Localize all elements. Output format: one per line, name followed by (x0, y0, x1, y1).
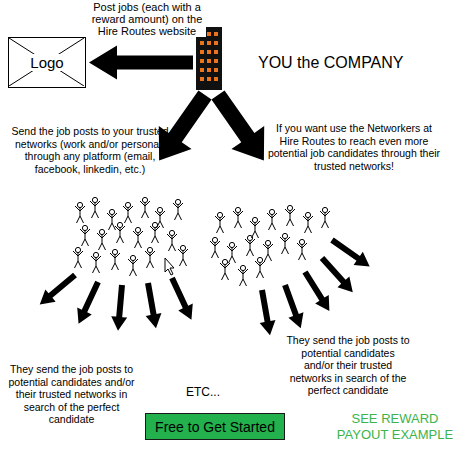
stick-figure (227, 242, 237, 263)
stick-figure (91, 252, 101, 273)
building-window (200, 59, 204, 63)
building-window (214, 59, 218, 63)
stick-figure (173, 199, 183, 220)
spread-arrows-right (254, 233, 374, 336)
stick-figure (255, 257, 265, 278)
stick-figure (110, 249, 120, 270)
building-window (207, 50, 211, 54)
stick-figure (238, 265, 248, 286)
logo-box: Logo (8, 37, 86, 88)
small-arrow (327, 233, 374, 272)
mouse-cursor (165, 258, 174, 275)
stick-figure (280, 233, 290, 254)
building-window (207, 41, 211, 45)
stick-figure (210, 237, 220, 258)
stick-figure (245, 235, 255, 256)
building-window (214, 50, 218, 54)
building-window (214, 41, 218, 45)
block-arrow (89, 46, 193, 80)
small-arrow (254, 289, 278, 337)
small-arrow (316, 253, 359, 298)
stick-figure (128, 255, 138, 276)
stick-figure (215, 212, 225, 233)
node-text: Logo (27, 54, 66, 71)
building-window (200, 50, 204, 54)
small-arrow (298, 268, 336, 315)
stick-figure (250, 217, 260, 238)
stick-figure (178, 245, 188, 266)
stick-figure (75, 202, 85, 223)
stick-figure (167, 230, 177, 251)
start-button: Free to Get Started (145, 413, 285, 440)
building-window (200, 41, 204, 45)
etc-text: ETC... (186, 385, 236, 399)
stick-figure (155, 207, 165, 228)
small-arrow (165, 275, 199, 323)
node-text: YOU the COMPANY (258, 54, 404, 72)
instruction-text: They send the job posts to potential can… (286, 334, 410, 397)
stick-figure (133, 227, 143, 248)
stick-figure (115, 222, 125, 243)
stick-figure (80, 225, 90, 246)
instruction-text: If you want use the Networkers at Hire R… (266, 122, 442, 172)
building-window (207, 59, 211, 63)
stick-figure (303, 212, 313, 233)
stick-figure (320, 207, 330, 228)
instruction-text: They send the job posts to potential can… (4, 363, 139, 426)
building-window (200, 68, 204, 72)
small-arrow (110, 284, 130, 331)
stick-figure (285, 205, 295, 226)
building-window (207, 32, 211, 36)
building-window (214, 77, 218, 81)
stick-figure (267, 209, 277, 230)
crowd-left (73, 197, 188, 276)
stick-figure (297, 239, 307, 260)
crowd-right (210, 205, 330, 286)
reward-link: SEE REWARD PAYOUT EXAMPLE (326, 411, 464, 443)
small-arrow (35, 269, 81, 311)
edge-label: Post jobs (each with a reward amount) on… (88, 1, 206, 37)
stick-figure (150, 222, 160, 243)
small-arrow (71, 279, 105, 327)
node-text: Free to Get Started (155, 419, 275, 435)
stick-figure (73, 247, 83, 268)
instruction-text: Send the job posts to your trusted netwo… (10, 125, 170, 175)
stick-figure (233, 207, 243, 228)
stick-figure (97, 229, 107, 250)
stick-figure (145, 247, 155, 268)
building-window (214, 68, 218, 72)
logo-cross (9, 38, 84, 86)
stick-figure (263, 240, 273, 261)
stick-figure (220, 259, 230, 280)
building-window (207, 68, 211, 72)
small-arrow (140, 282, 164, 330)
stick-figure (90, 197, 100, 218)
spread-arrows-left (35, 269, 199, 332)
stick-figure (123, 202, 133, 223)
building-window (207, 77, 211, 81)
stick-figure (140, 197, 150, 218)
building-window (200, 77, 204, 81)
building-window (214, 32, 218, 36)
logo-cross (9, 38, 84, 86)
small-arrow (277, 282, 308, 331)
